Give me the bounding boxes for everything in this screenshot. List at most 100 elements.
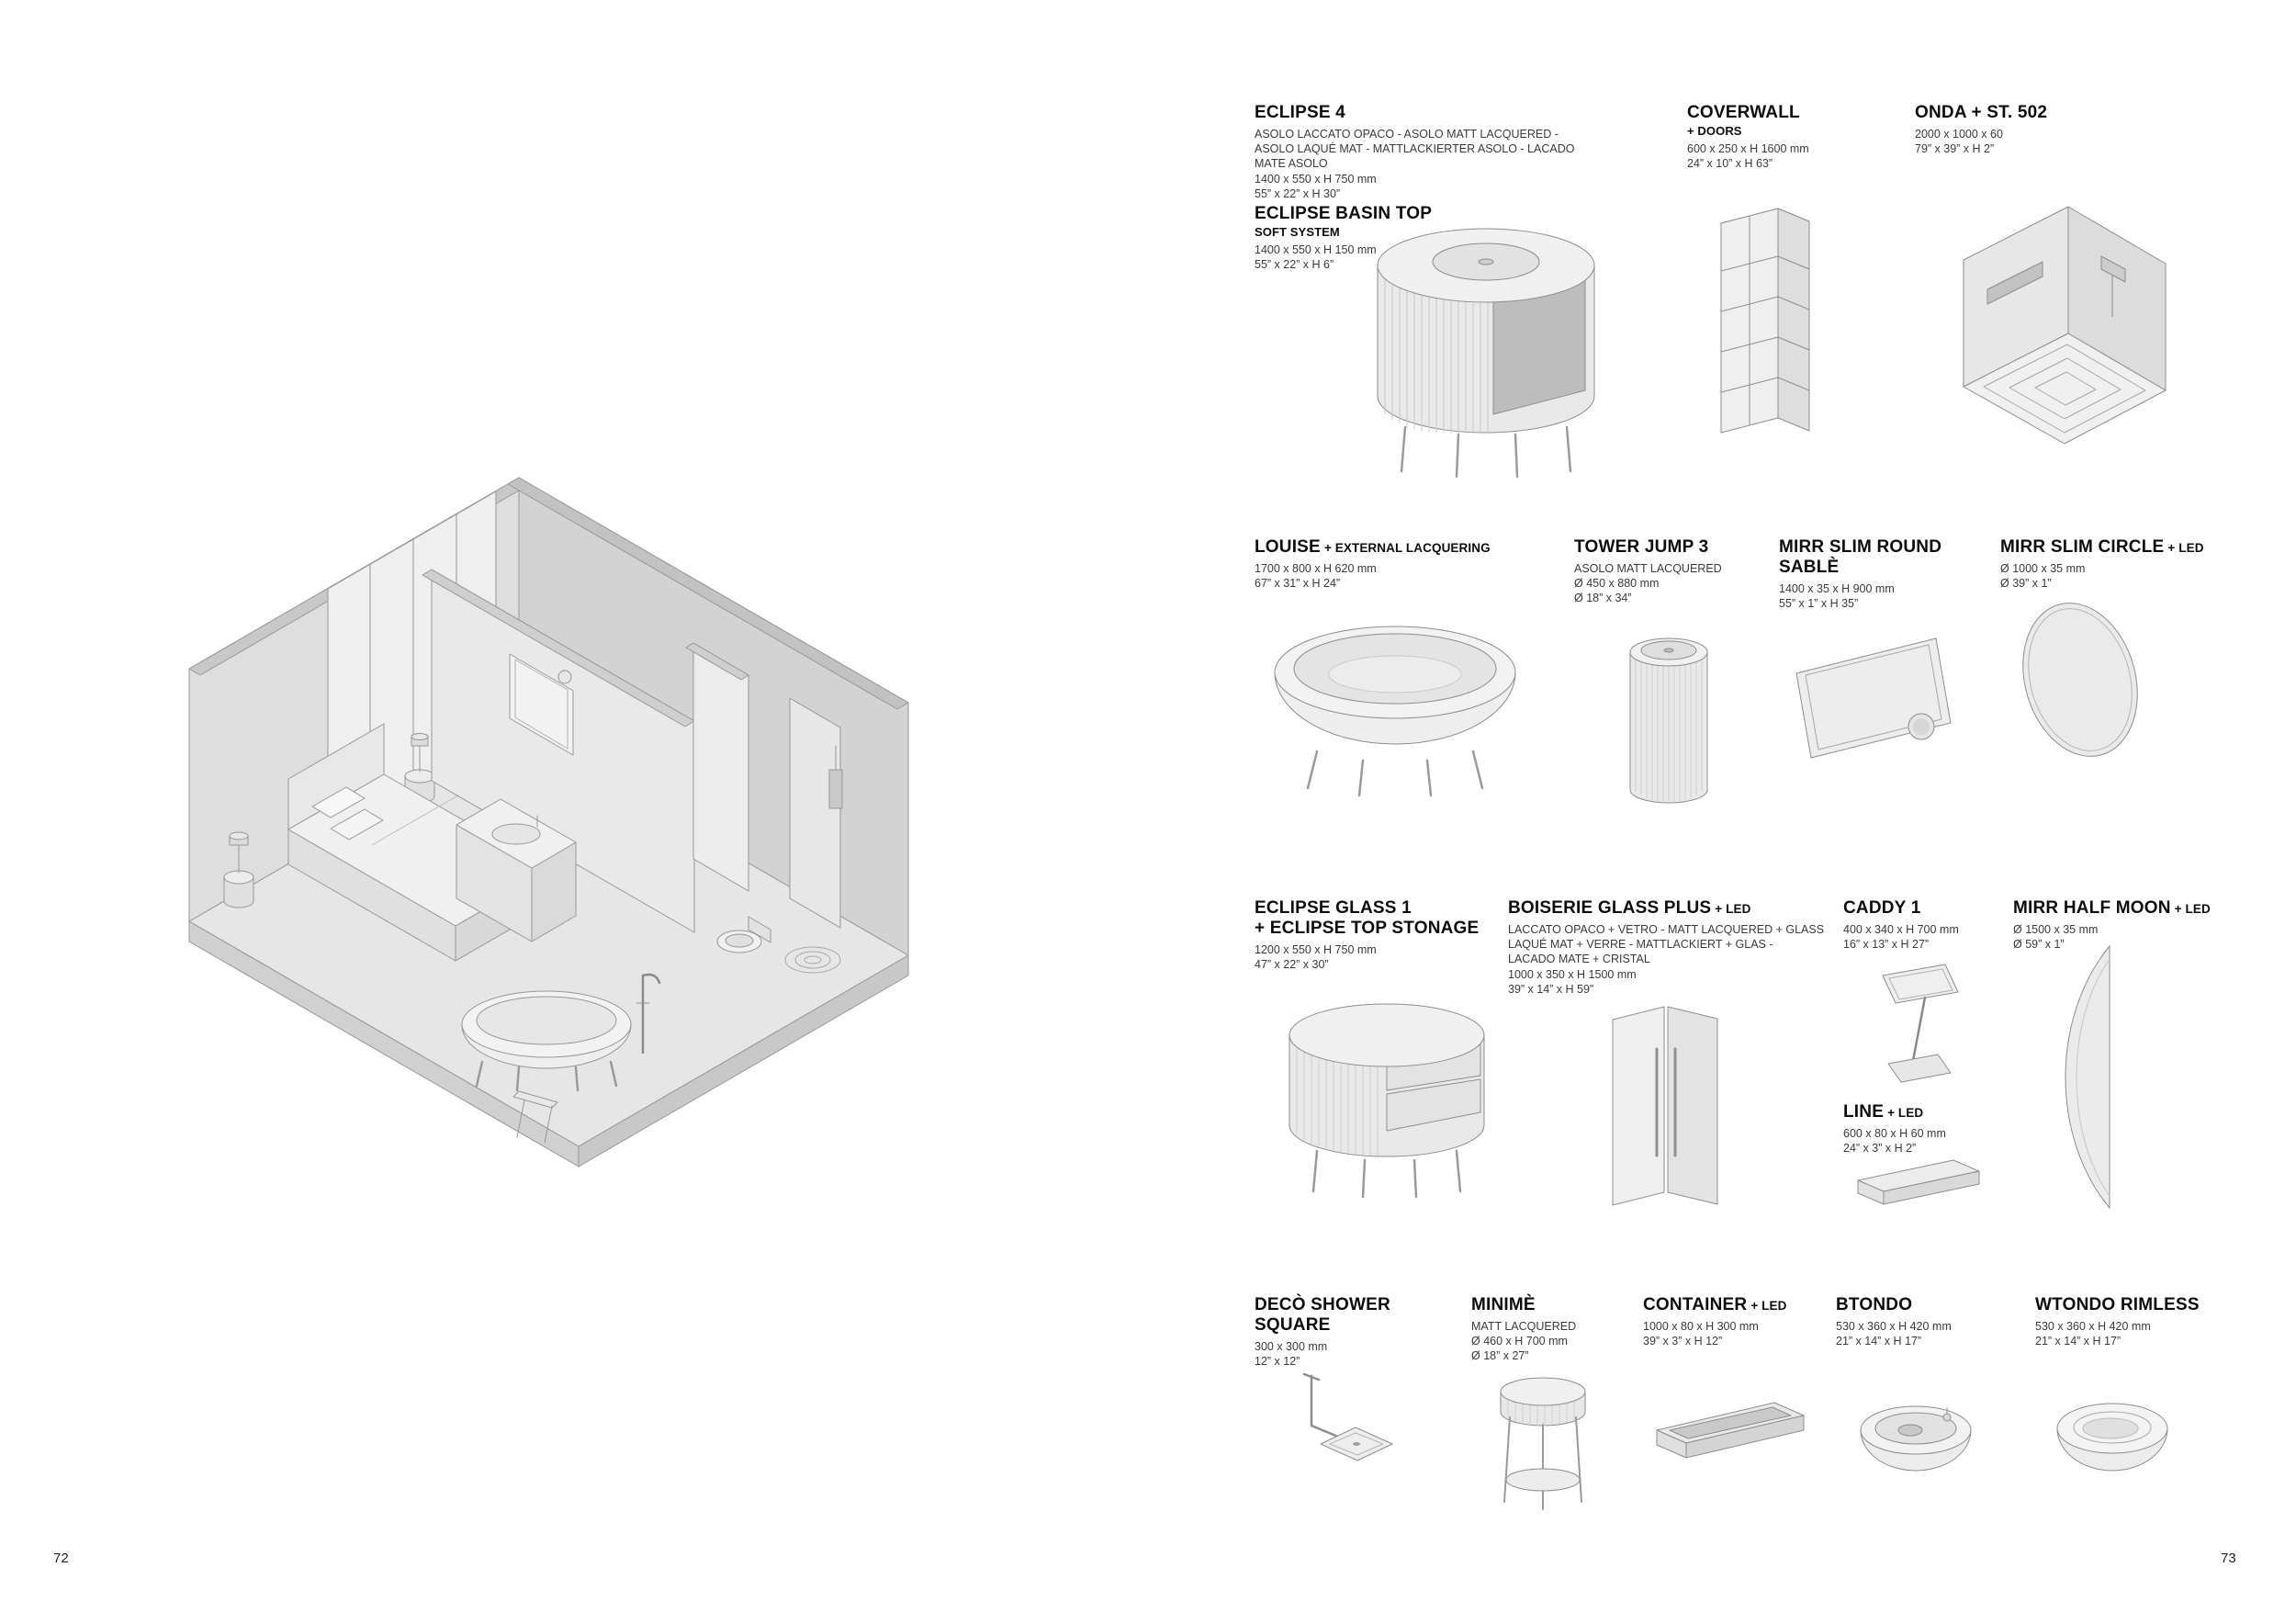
product-description: 2000 x 1000 x 60 79” x 39” x H 2” [1915, 127, 2003, 156]
product-title: WTONDO RIMLESS [2035, 1295, 2219, 1315]
room-illustration [106, 413, 1033, 1240]
onda-drawing [1929, 179, 2190, 473]
title-text: ECLIPSE 4 [1255, 103, 1345, 122]
product-title: BTONDO [1836, 1295, 2020, 1315]
product-minime: MINIMÈ MATT LACQUERED Ø 460 x H 700 mm Ø… [1471, 1295, 1632, 1364]
product-title: TOWER JUMP 3 [1574, 537, 1758, 558]
product-container: CONTAINER+ LED 1000 x 80 x H 300 mm 39” … [1643, 1295, 1827, 1348]
product-title: MIRR SLIM ROUND SABLÈ [1779, 537, 1995, 578]
pillow [330, 808, 384, 840]
deco-shower-square-drawing [1284, 1359, 1422, 1497]
product-description: 1000 x 80 x H 300 mm 39” x 3” x H 12” [1643, 1319, 1759, 1348]
product-mirr-slim-round-sable: MIRR SLIM ROUND SABLÈ 1400 x 35 x H 900 … [1779, 537, 1995, 611]
title-text: TOWER JUMP 3 [1574, 537, 1709, 557]
btondo-drawing [1844, 1382, 1986, 1506]
product-coverwall: COVERWALL + DOORS 600 x 250 x H 1600 mm … [1687, 103, 1889, 171]
shower-area [784, 745, 843, 974]
container-drawing [1646, 1392, 1816, 1493]
product-description: 1400 x 550 x H 150 mm 55” x 22” x H 6” [1255, 242, 1377, 272]
partition-wall [422, 569, 695, 933]
product-title: CONTAINER+ LED [1643, 1295, 1827, 1315]
title-text: MIRR SLIM ROUND SABLÈ [1779, 537, 1942, 577]
product-title: DECÒ SHOWER SQUARE [1255, 1295, 1466, 1336]
product-subtitle: + DOORS [1687, 123, 1742, 138]
minime-drawing [1486, 1364, 1601, 1534]
product-title: MIRR SLIM CIRCLE+ LED [2000, 537, 2212, 558]
title-text: DECÒ SHOWER SQUARE [1255, 1295, 1390, 1335]
product-title: BOISERIE GLASS PLUS+ LED [1508, 898, 1875, 919]
product-description: 1400 x 35 x H 900 mm 55” x 1” x H 35” [1779, 581, 1895, 610]
product-title: ECLIPSE 4 [1255, 103, 1622, 123]
product-tower-jump-3: TOWER JUMP 3 ASOLO MATT LACQUERED Ø 450 … [1574, 537, 1758, 606]
wtondo-rimless-drawing [2041, 1382, 2183, 1506]
product-description: 1700 x 800 x H 620 mm 67” x 31” x H 24” [1255, 561, 1377, 591]
title-suffix: + LED [2174, 902, 2211, 916]
product-description: ASOLO MATT LACQUERED Ø 450 x 880 mm Ø 18… [1574, 561, 1722, 605]
product-caddy-1: CADDY 1 400 x 340 x H 700 mm 16” x 13” x… [1843, 898, 2004, 952]
title-suffix: + LED [1715, 902, 1751, 916]
product-description: 600 x 250 x H 1600 mm 24” x 10” x H 63” [1687, 141, 1809, 171]
title-text: ECLIPSE BASIN TOP [1255, 204, 1433, 223]
eclipse-4-drawing [1359, 207, 1612, 482]
product-mirr-half-moon: MIRR HALF MOON+ LED Ø 1500 x 35 mm Ø 59”… [2013, 898, 2215, 952]
product-title: MIRR HALF MOON+ LED [2013, 898, 2215, 919]
tower-jump-3-drawing [1616, 615, 1722, 831]
product-title: CADDY 1 [1843, 898, 2004, 919]
title-suffix: + EXTERNAL LACQUERING [1323, 541, 1491, 555]
sliding-door [685, 642, 841, 929]
tray-stand [512, 1090, 558, 1144]
title-text: WTONDO RIMLESS [2035, 1295, 2200, 1314]
vanity-mirror [509, 653, 574, 756]
product-title: ONDA + ST. 502 [1915, 103, 2135, 123]
product-title: ECLIPSE GLASS 1 + ECLIPSE TOP STONAGE [1255, 898, 1493, 939]
title-text: CADDY 1 [1843, 898, 1921, 918]
page-number-right: 73 [2221, 1551, 2236, 1566]
boiserie-glass-plus-drawing [1598, 992, 1736, 1231]
title-text: MIRR SLIM CIRCLE [2000, 537, 2165, 557]
mirr-slim-circle-drawing [2007, 588, 2154, 776]
title-text: LOUISE [1255, 537, 1321, 557]
product-title: ECLIPSE BASIN TOP [1255, 204, 1622, 224]
product-wtondo-rimless: WTONDO RIMLESS 530 x 360 x H 420 mm 21” … [2035, 1295, 2219, 1348]
louise-drawing [1260, 588, 1531, 827]
title-suffix: + LED [2167, 541, 2204, 555]
product-description: Ø 1000 x 35 mm Ø 39” x 1” [2000, 561, 2086, 591]
eclipse-glass-1-drawing [1277, 987, 1502, 1217]
coverwall-drawing [1705, 197, 1829, 455]
product-description: 600 x 80 x H 60 mm 24” x 3” x H 2” [1843, 1126, 1946, 1156]
product-mirr-slim-circle: MIRR SLIM CIRCLE+ LED Ø 1000 x 35 mm Ø 3… [2000, 537, 2212, 591]
title-text: LINE [1843, 1102, 1885, 1122]
product-title: LINE+ LED [1843, 1102, 2004, 1122]
title-suffix: + LED [1887, 1106, 1924, 1120]
product-title: MINIMÈ [1471, 1295, 1632, 1315]
toilet [716, 916, 771, 953]
title-text: MIRR HALF MOON [2013, 898, 2171, 918]
pillow [311, 786, 366, 818]
product-description: Ø 1500 x 35 mm Ø 59” x 1” [2013, 922, 2099, 952]
title-text: BTONDO [1836, 1295, 1913, 1314]
right-wall-top [507, 477, 909, 710]
product-subtitle: SOFT SYSTEM [1255, 224, 1340, 239]
title-text: MINIMÈ [1471, 1295, 1536, 1314]
line-drawing [1851, 1153, 1988, 1222]
title-text: BOISERIE GLASS PLUS [1508, 898, 1712, 918]
product-eclipse-4: ECLIPSE 4 ASOLO LACCATO OPACO - ASOLO MA… [1255, 103, 1622, 201]
product-line: LINE+ LED 600 x 80 x H 60 mm 24” x 3” x … [1843, 1102, 2004, 1156]
product-description: ASOLO LACCATO OPACO - ASOLO MATT LACQUER… [1255, 127, 1575, 200]
nightstand-front [223, 831, 254, 908]
product-description: 400 x 340 x H 700 mm 16” x 13” x H 27” [1843, 922, 1959, 952]
title-text: ECLIPSE GLASS 1 + ECLIPSE TOP STONAGE [1255, 898, 1480, 938]
page-number-left: 72 [53, 1551, 69, 1566]
vanity-cabinet [456, 798, 577, 942]
product-description: LACCATO OPACO + VETRO - MATT LACQUERED +… [1508, 922, 1825, 996]
product-eclipse-basin-top: ECLIPSE BASIN TOP SOFT SYSTEM 1400 x 550… [1255, 204, 1622, 272]
freestanding-bathtub [461, 990, 632, 1092]
mirr-half-moon-drawing [2025, 937, 2140, 1217]
floor-faucet [636, 973, 661, 1054]
product-onda-st-502: ONDA + ST. 502 2000 x 1000 x 60 79” x 39… [1915, 103, 2135, 156]
caddy-1-drawing [1857, 955, 1972, 1116]
product-louise: LOUISE+ EXTERNAL LACQUERING 1700 x 800 x… [1255, 537, 1567, 591]
mirr-slim-round-drawing [1784, 620, 1963, 790]
title-text: ONDA + ST. 502 [1915, 103, 2048, 122]
